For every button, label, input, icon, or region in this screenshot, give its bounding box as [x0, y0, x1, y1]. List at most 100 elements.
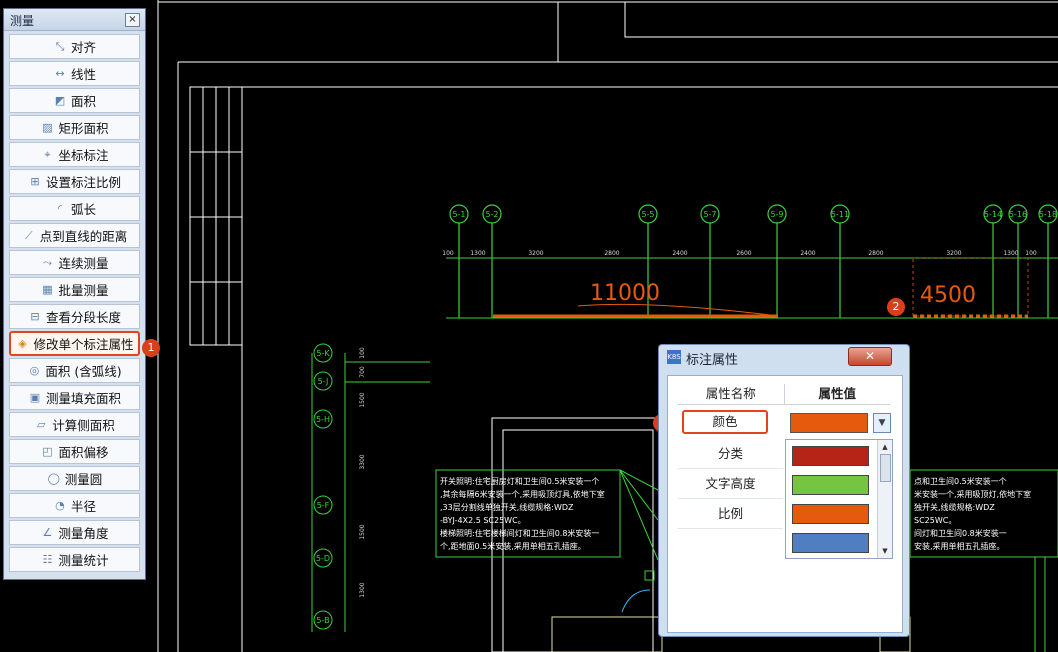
dimension-text: 1300: [470, 250, 485, 257]
panel-close-button[interactable]: ×: [125, 13, 140, 27]
note-line: SC25WC。: [914, 516, 956, 525]
note-line: ,其余每隔6米安装一个,采用吸顶灯具,依地下室: [440, 489, 605, 499]
note-line: 间灯和卫生间0.8米安装一: [914, 528, 1007, 538]
measure-value-1: 11000: [590, 281, 660, 306]
linear-icon: ↔: [55, 66, 65, 80]
note-line: -BYJ-4X2.5 SC25WC。: [440, 516, 526, 525]
color-list-scrollbar[interactable]: ▲ ▼: [877, 440, 892, 558]
row-axis-label: 5-J: [318, 377, 329, 386]
row-axis-label: 5-F: [317, 501, 330, 510]
tool-area-offset[interactable]: ◰面积偏移: [9, 439, 140, 464]
color-value-swatch[interactable]: [790, 413, 868, 433]
note-line: 独开关,线缆规格:WDZ: [914, 502, 995, 512]
scroll-up-icon[interactable]: ▲: [882, 443, 888, 451]
panel-titlebar[interactable]: 测量 ×: [4, 9, 145, 31]
dimension-text: 2400: [672, 250, 687, 257]
tool-batch[interactable]: ▦ 批量测量: [9, 277, 140, 302]
tool-segment[interactable]: ⊟查看分段长度: [9, 304, 140, 329]
grid-axis-label: 5-11: [831, 210, 849, 219]
tool-point-line[interactable]: ⟋点到直线的距离: [9, 223, 140, 248]
tool-label: 设置标注比例: [45, 175, 121, 190]
color-option-blue[interactable]: [792, 533, 869, 553]
color-option-green[interactable]: [792, 475, 869, 495]
grid-axis-label: 5-18: [1039, 210, 1057, 219]
prop-category[interactable]: 分类: [678, 440, 783, 469]
tool-arc-length[interactable]: ◜弧长: [9, 196, 140, 221]
grid-axis-label: 5-1: [452, 210, 465, 219]
area-offset-icon: ◰: [42, 444, 53, 458]
step-badge-2: 2: [887, 298, 905, 316]
scroll-down-icon[interactable]: ▼: [882, 547, 888, 555]
dimension-text: 3200: [528, 250, 543, 257]
grid-axis-label: 5-14: [984, 210, 1002, 219]
side-area-icon: ▱: [37, 417, 46, 431]
color-option-red[interactable]: [792, 446, 869, 466]
tool-scale[interactable]: ⊞设置标注比例: [9, 169, 140, 194]
row-axis-label: 5-D: [316, 554, 330, 563]
tool-side-area[interactable]: ▱ 计算侧面积: [9, 412, 140, 437]
tool-label: 测量统计: [58, 553, 109, 568]
tool-label: 半径: [70, 499, 96, 514]
scroll-thumb[interactable]: [880, 454, 891, 482]
tool-align-measure[interactable]: ⤡对齐: [9, 34, 140, 59]
dialog-close-button[interactable]: ✕: [848, 347, 892, 366]
note-line: 安装,采用单相五孔插座。: [914, 541, 1005, 551]
tool-stats[interactable]: ☷测量统计: [9, 547, 140, 572]
tool-label: 查看分段长度: [45, 310, 121, 325]
dialog-titlebar[interactable]: K8S 标注属性 ✕: [659, 345, 909, 369]
tool-label: 测量填充面积: [45, 391, 121, 406]
tool-edit-annotation[interactable]: ◈修改单个标注属性: [9, 331, 140, 356]
note-line: 米安装一个,采用吸顶灯,依地下室: [914, 489, 1031, 499]
tool-area[interactable]: ◩面积: [9, 88, 140, 113]
tool-label: 连续测量: [58, 256, 109, 271]
prop-color[interactable]: 颜色: [682, 410, 768, 434]
tool-label: 测量角度: [58, 526, 109, 541]
row-axis-label: 5-B: [316, 616, 329, 625]
tool-linear[interactable]: ↔ 线性: [9, 61, 140, 86]
row-dimension-text: 1300: [359, 582, 366, 597]
grid-header: 属性名称 属性值: [678, 384, 890, 405]
color-dropdown-list[interactable]: ▲ ▼: [785, 439, 893, 559]
coordinate-icon: ⌖: [44, 147, 51, 161]
properties-grid: 属性名称 属性值 颜色 分类 文字高度 比例 ▼ ▲ ▼: [667, 375, 903, 633]
tool-label: 计算侧面积: [52, 418, 115, 433]
tool-circle[interactable]: ◯测量圆: [9, 466, 140, 491]
tool-label: 弧长: [70, 202, 96, 217]
row-dimension-text: 1500: [359, 524, 366, 539]
row-dimension-text: 100: [359, 347, 366, 359]
tool-label: 批量测量: [58, 283, 109, 298]
tool-label: 线性: [70, 67, 96, 82]
prop-scale[interactable]: 比例: [678, 500, 783, 529]
note-line: 楼梯照明:住宅楼梯间灯和卫生间0.8米安装一: [440, 528, 599, 538]
dimension-text: 1300: [1003, 250, 1018, 257]
tool-label: 修改单个标注属性: [33, 337, 134, 352]
app-logo-icon: K8S: [667, 350, 681, 364]
tool-radius[interactable]: ◔ 半径: [9, 493, 140, 518]
note-line: 开关照明:住宅厨房灯和卫生间0.5米安装一个: [440, 476, 599, 486]
tool-rect-area[interactable]: ▨ 矩形面积: [9, 115, 140, 140]
color-option-orange[interactable]: [792, 504, 869, 524]
arc-area-icon: ◎: [29, 363, 40, 377]
row-dimension-text: 3300: [359, 454, 366, 469]
radius-icon: ◔: [55, 498, 65, 512]
color-dropdown-button[interactable]: ▼: [873, 413, 891, 433]
tool-label: 矩形面积: [58, 121, 109, 136]
grid-axis-label: 5-16: [1009, 210, 1027, 219]
prop-text-height[interactable]: 文字高度: [678, 470, 783, 499]
row-axis-label: 5-H: [316, 415, 330, 424]
tool-label: 测量圆: [64, 472, 103, 487]
col-value-header: 属性值: [783, 384, 891, 404]
dimension-text: 2800: [604, 250, 619, 257]
tool-angle[interactable]: ∠测量角度: [9, 520, 140, 545]
annotation-properties-dialog: K8S 标注属性 ✕ 属性名称 属性值 颜色 分类 文字高度 比例 ▼ ▲ ▼: [658, 344, 910, 637]
batch-icon: ▦: [42, 282, 53, 296]
note-line: 个,距地面0.5米安装,采用单相五孔插座。: [440, 541, 586, 551]
rect-area-icon: ▨: [42, 120, 53, 134]
align-measure-icon: ⤡: [55, 39, 65, 53]
tool-continuous[interactable]: ⤳连续测量: [9, 250, 140, 275]
tool-arc-area[interactable]: ◎面积 (含弧线): [9, 358, 140, 383]
tool-fill-area[interactable]: ▣测量填充面积: [9, 385, 140, 410]
tool-coordinate[interactable]: ⌖坐标标注: [9, 142, 140, 167]
grid-axis-label: 5-9: [770, 210, 783, 219]
